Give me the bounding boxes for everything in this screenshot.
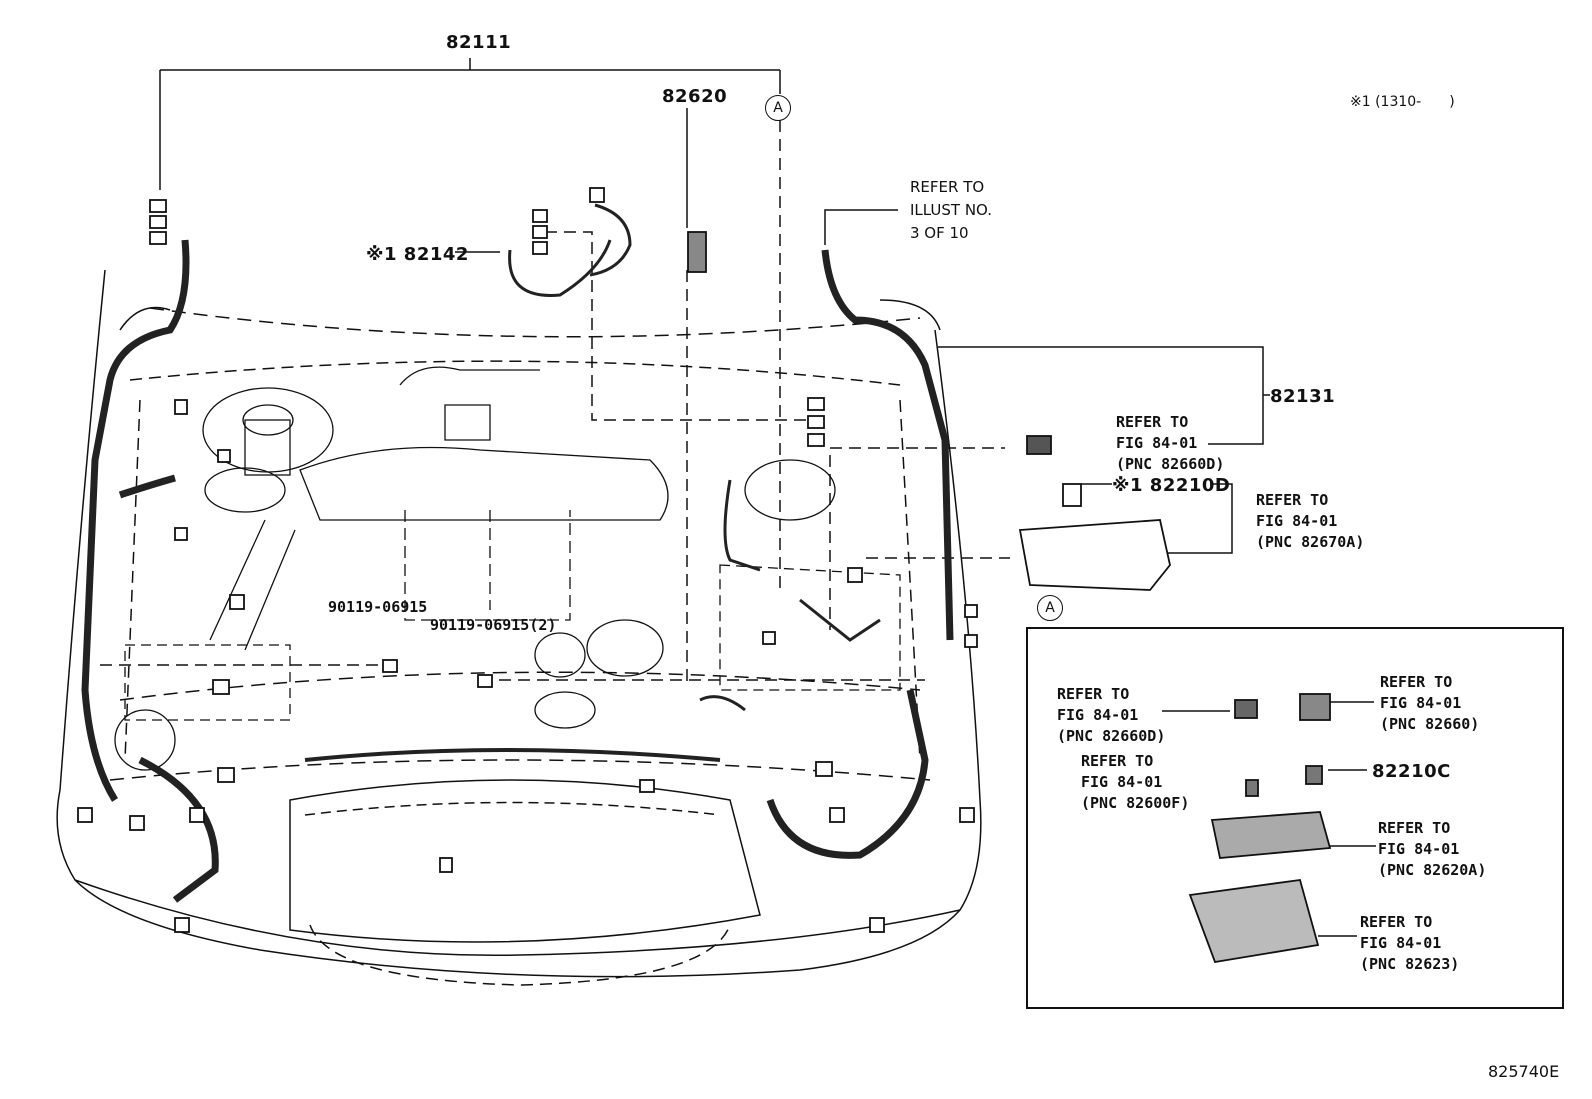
part-82210d-label: ※1 82210D	[1112, 475, 1231, 496]
part-82620-label: 82620	[662, 86, 728, 107]
callout-a-relay: A	[1037, 595, 1063, 621]
part-82111-label: 82111	[446, 32, 512, 53]
wire-harness	[81, 239, 954, 903]
callout-a-top: A	[765, 95, 791, 121]
connectors	[77, 187, 1332, 964]
part-82142-label: ※1 82142	[366, 244, 469, 265]
vehicle-body-outline	[56, 269, 982, 986]
bracket-82111	[159, 58, 781, 190]
bolt-90119-06915-qty2-label: 90119-06915(2)	[430, 616, 557, 634]
bolt-90119-06915-label: 90119-06915	[328, 598, 428, 616]
dashed-routing	[100, 120, 1010, 685]
thin-wires	[508, 203, 881, 712]
illustration-id: 825740E	[1488, 1062, 1560, 1081]
refer-illust-note: REFER TO ILLUST NO. 3 OF 10	[910, 178, 993, 242]
engine-components	[114, 366, 901, 771]
part-82210c-label: 82210C	[1372, 761, 1451, 782]
note-1310: ※1 (1310- )	[1350, 94, 1455, 110]
part-82131-label: 82131	[1270, 386, 1336, 407]
